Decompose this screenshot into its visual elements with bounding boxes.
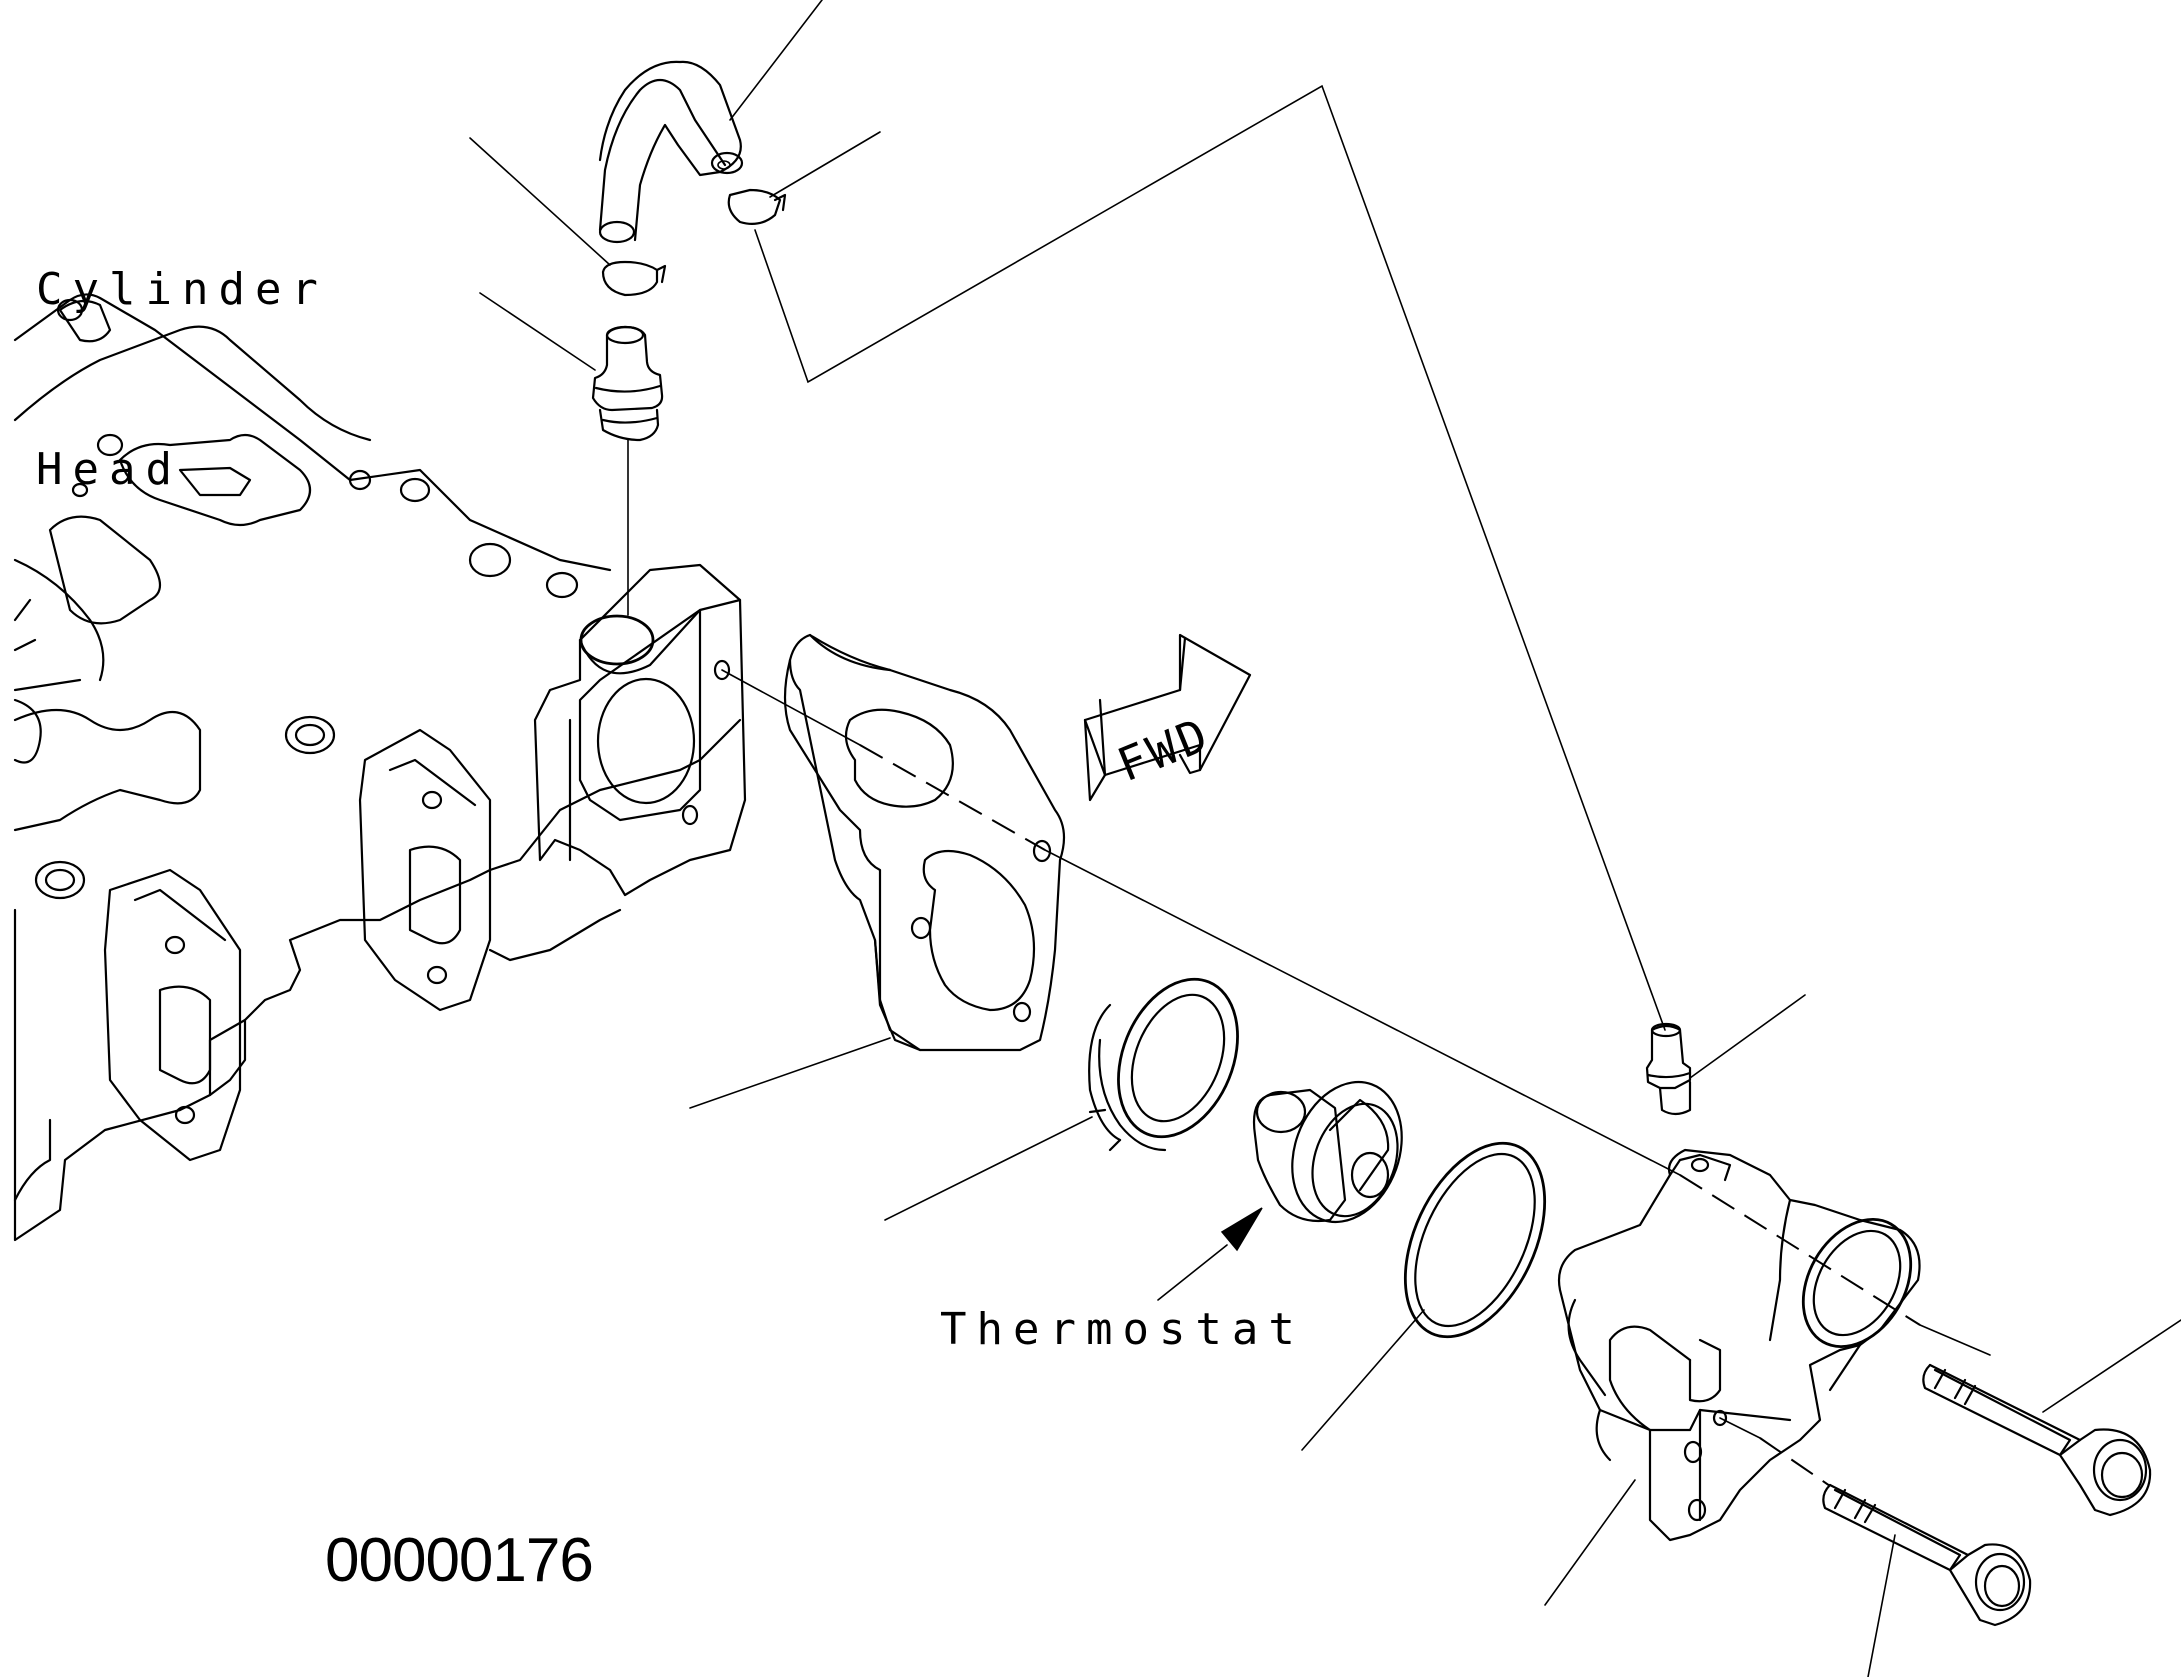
cylinder-head-label-line2: Head [36, 444, 182, 495]
thermostat-housing [1557, 1148, 1921, 1542]
fwd-direction-arrow [1083, 633, 1252, 802]
o-ring [1403, 1141, 1547, 1339]
thermostat-label: Thermostat [940, 1304, 1305, 1355]
short-bolt [1822, 1483, 2032, 1627]
assembly-lines [469, 0, 2181, 1677]
cylinder-head [13, 293, 747, 1242]
fwd-label: FWD [1110, 707, 1218, 793]
air-vent-nipple [1645, 1022, 1692, 1116]
drawing-number: 00000176 [325, 1526, 594, 1595]
long-bolt [1922, 1363, 2152, 1517]
cylinder-head-label-line1: Cylinder [36, 264, 328, 315]
cylinder-head-label: Cylinder Head [36, 140, 328, 560]
thermostat-housing-gasket [783, 633, 1066, 1052]
thermostat-seal [1088, 977, 1239, 1152]
thermostat-part [1252, 1080, 1403, 1224]
bypass-hose-assembly [591, 60, 787, 616]
